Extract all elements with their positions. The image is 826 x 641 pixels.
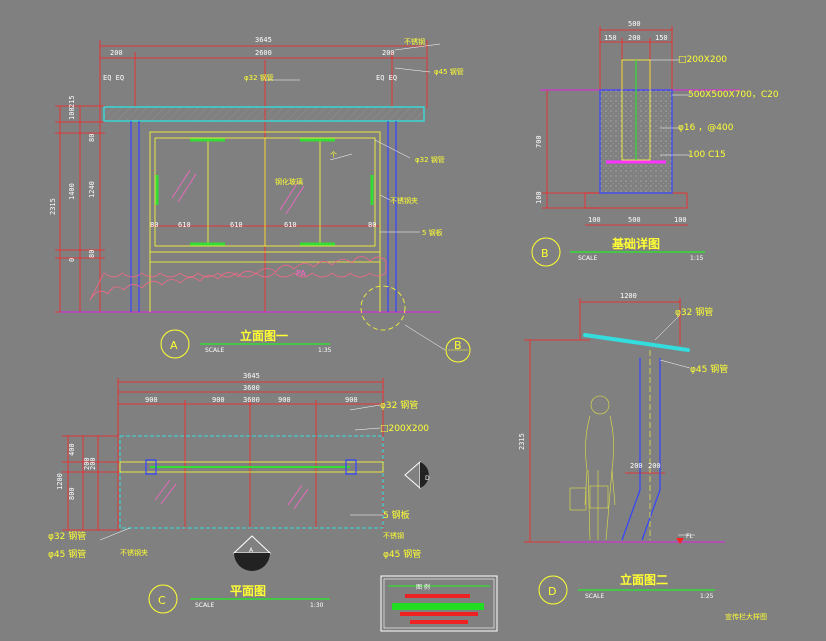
label-f-4: 100 C15: [688, 150, 726, 160]
dim-h-c: 1400: [68, 183, 76, 200]
label-glass: 钢化玻璃: [275, 177, 303, 186]
title-plan: 平面图: [230, 584, 266, 598]
dim-d-b: 200: [648, 462, 661, 470]
label-steel: 5 钢板: [422, 228, 443, 237]
dim-bot-e: 80: [368, 221, 376, 229]
dim-bot-d: 610: [284, 221, 297, 229]
dim-bot-a: 80: [150, 221, 158, 229]
label-f-1: □200X200: [678, 55, 727, 65]
dim-d-w: 1200: [620, 292, 637, 300]
sheet-title: 宣传栏大样图: [725, 612, 767, 621]
dim-p-s3: 3600: [243, 396, 260, 404]
dim-bot-b: 610: [178, 221, 191, 229]
dim-f-c: 150: [655, 34, 668, 42]
dim-p-v4: 800: [68, 487, 76, 500]
dim-p-v5: 1200: [56, 473, 64, 490]
dim-f-w: 500: [628, 20, 641, 28]
section-a: A: [249, 547, 254, 554]
dim-f-a: 150: [604, 34, 617, 42]
label-p-steel: 5 钢板: [383, 509, 410, 521]
label-count: 个: [330, 151, 337, 159]
dim-p-s2: 900: [212, 396, 225, 404]
label-d-fl: FL: [686, 533, 693, 540]
ref-bubble-b: B: [454, 339, 462, 352]
dim-p-o2: 3600: [243, 384, 260, 392]
foundation-detail-view: 500 150 200 150 700 100 100 500 100 □200…: [531, 20, 779, 267]
section-d: D: [425, 475, 430, 482]
dim-f-b1: 100: [588, 216, 601, 224]
dim-f-h2: 100: [535, 191, 543, 204]
dim-p-v3: 200: [89, 457, 97, 470]
label-p-phi45-r: φ45 钢管: [383, 548, 421, 560]
dim-h-a: 100: [68, 107, 76, 120]
dim-p-s4: 900: [278, 396, 291, 404]
dim-h-f: 1240: [88, 181, 96, 198]
label-phi45-a: φ45 钢管: [434, 67, 464, 76]
scale-d: 1:25: [700, 593, 714, 600]
elevation-two-view: 1200 2315 200 200 φ32 钢管 φ45 钢管 FL D 立面图…: [518, 292, 767, 621]
dim-left-mark: EQ EQ: [103, 74, 124, 82]
scale-c: 1:30: [310, 602, 324, 609]
plan-view: 3645 3600 900 900 3600 900 900 400 200 2…: [48, 372, 430, 614]
dim-h-b: 215: [68, 95, 76, 108]
dim-left: 200: [110, 49, 123, 57]
elevation-one-view: 3645 200 2600 200 EQ EQ EQ EQ 2315 100 2…: [49, 36, 471, 363]
scale-label-c: SCALE: [195, 602, 214, 609]
bubble-d: D: [548, 585, 556, 598]
title-elevation-one: 立面图一: [240, 328, 288, 343]
label-p-phi32-l: φ32 钢管: [48, 530, 86, 542]
dim-p-s1: 900: [145, 396, 158, 404]
scale-b: 1:15: [690, 255, 704, 262]
title-elevation-two: 立面图二: [620, 572, 668, 587]
dim-h-e: 80: [88, 134, 96, 142]
scale-label-d: SCALE: [585, 593, 604, 600]
label-p-clamp: 不锈钢夹: [120, 548, 148, 557]
dim-p-v1: 400: [68, 443, 76, 456]
dim-f-b3: 100: [674, 216, 687, 224]
dim-f-h1: 700: [535, 135, 543, 148]
dim-overall: 3645: [255, 36, 272, 44]
label-f-3: φ16 ，@400: [678, 123, 734, 133]
dim-bot-c: 610: [230, 221, 243, 229]
label-p-phi32: φ32 钢管: [380, 399, 418, 411]
bubble-b: B: [541, 247, 549, 260]
dim-p-s5: 900: [345, 396, 358, 404]
dim-h-g: 80: [88, 250, 96, 258]
scale-a: 1:35: [318, 347, 332, 354]
label-top-note: 不锈钢: [404, 37, 425, 46]
dim-right: 200: [382, 49, 395, 57]
legend-text: 图 例: [416, 583, 430, 591]
dim-f-b2: 500: [628, 216, 641, 224]
dim-mid: 2600: [255, 49, 272, 57]
bubble-a: A: [170, 339, 178, 352]
dim-h-d: 0: [68, 258, 76, 262]
dim-p-v2: 200: [83, 457, 91, 470]
label-p-sq: □200X200: [380, 424, 429, 434]
label-p-cap: 不锈钢: [383, 531, 404, 540]
dim-right-mark: EQ EQ: [376, 74, 397, 82]
label-clamp: 不锈钢夹: [390, 196, 418, 205]
label-d-phi45: φ45 钢管: [690, 363, 728, 375]
bubble-c: C: [158, 594, 166, 607]
dim-h-total: 2315: [49, 198, 57, 215]
title-foundation: 基础详图: [611, 236, 660, 251]
scale-label-b: SCALE: [578, 255, 597, 262]
label-phi32-right: φ32 钢管: [415, 155, 445, 164]
label-f-2: 500X500X700，C20: [688, 90, 779, 100]
scale-label-a: SCALE: [205, 347, 224, 354]
dim-d-h: 2315: [518, 433, 526, 450]
label-p-phi45-l: φ45 钢管: [48, 548, 86, 560]
legend-box: 图 例: [380, 575, 498, 632]
label-d-phi32: φ32 钢管: [675, 306, 713, 318]
dim-p-o1: 3645: [243, 372, 260, 380]
dim-f-b: 200: [628, 34, 641, 42]
dim-d-a: 200: [630, 462, 643, 470]
label-phi32: φ32 钢管: [244, 73, 274, 82]
label-pa: PA: [296, 269, 306, 278]
